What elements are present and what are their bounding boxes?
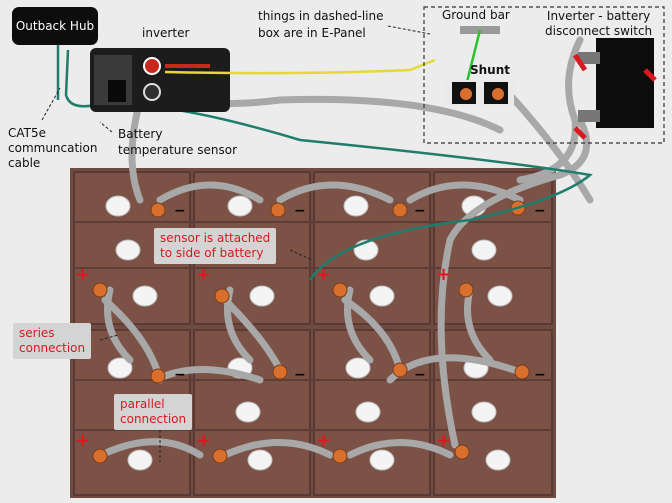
- negative-marker: −: [174, 203, 186, 219]
- cable-lugs: [92, 200, 530, 464]
- negative-marker: −: [414, 367, 426, 383]
- disconnect-switch: [572, 38, 657, 140]
- positive-marker: +: [316, 264, 332, 285]
- positive-marker: +: [196, 264, 212, 285]
- negative-marker: −: [294, 203, 306, 219]
- cat5e-label: CAT5e communcation cable: [8, 126, 98, 170]
- positive-marker: +: [436, 264, 452, 285]
- inverter-label: inverter: [142, 26, 190, 40]
- positive-marker: +: [316, 430, 332, 451]
- signal-wire: [164, 58, 436, 75]
- outback-hub-box: Outback Hub: [12, 7, 98, 45]
- negative-marker: −: [174, 367, 186, 383]
- dashed-box-note: things in dashed-line box are in E-Panel: [258, 9, 384, 40]
- negative-marker: −: [534, 367, 546, 383]
- series-connection-note: series connection: [13, 323, 92, 359]
- inverter-unit: [90, 48, 230, 112]
- positive-marker: +: [436, 430, 452, 451]
- e-panel-box: [423, 6, 665, 144]
- parallel-connection-note: parallel connection: [114, 394, 193, 430]
- positive-marker: +: [196, 430, 212, 451]
- negative-marker: −: [294, 367, 306, 383]
- negative-marker: −: [414, 203, 426, 219]
- shunt-label: Shunt: [470, 63, 511, 77]
- ground-wire: [464, 29, 482, 87]
- positive-marker: +: [75, 430, 91, 451]
- shunt-device: [446, 80, 514, 106]
- temp-sensor-label: Battery temperature sensor: [118, 127, 238, 157]
- leader-lines: [41, 25, 431, 462]
- ground-bar-label: Ground bar: [442, 8, 510, 22]
- sensor-attached-note: sensor is attached to side of battery: [154, 228, 277, 264]
- disconnect-switch-label: Inverter - battery disconnect switch: [545, 9, 653, 38]
- positive-marker: +: [75, 264, 91, 285]
- negative-marker: −: [534, 203, 546, 219]
